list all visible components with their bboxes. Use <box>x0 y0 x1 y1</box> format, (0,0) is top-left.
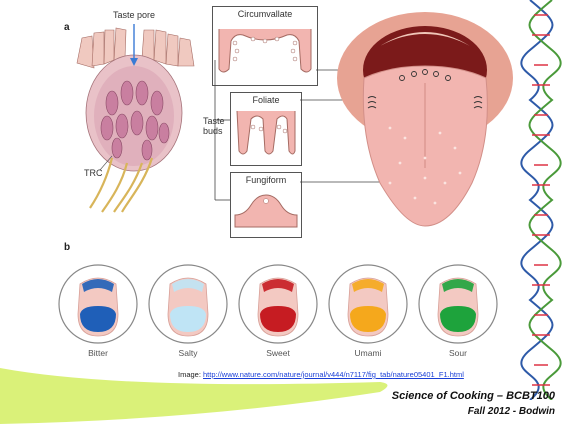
image-credit-prefix: Image: <box>178 370 203 379</box>
taste-map-salty: Salty <box>146 262 230 362</box>
taste-map-sweet: Sweet <box>236 262 320 362</box>
dna-helix-decoration <box>520 0 563 400</box>
taste-label: Umami <box>333 348 403 358</box>
taste-map-tongue <box>56 262 140 346</box>
taste-map-tongue <box>236 262 320 346</box>
image-credit-link[interactable]: http://www.nature.com/nature/journal/v44… <box>203 370 464 379</box>
taste-label: Sweet <box>243 348 313 358</box>
taste-map-tongue <box>416 262 500 346</box>
course-title: Science of Cooking – BCBT100 <box>392 390 555 402</box>
taste-map-sour: Sour <box>416 262 500 362</box>
taste-map-tongue <box>326 262 410 346</box>
taste-label: Sour <box>423 348 493 358</box>
image-credit: Image: http://www.nature.com/nature/jour… <box>178 370 464 379</box>
tongue-illustration <box>330 8 515 233</box>
taste-map-row: Bitter Salty Sweet Umami Sour <box>56 262 526 362</box>
taste-map-tongue <box>146 262 230 346</box>
taste-map-umami: Umami <box>326 262 410 362</box>
taste-map-bitter: Bitter <box>56 262 140 362</box>
taste-label: Bitter <box>63 348 133 358</box>
taste-label: Salty <box>153 348 223 358</box>
course-term: Fall 2012 - Bodwin <box>468 406 555 417</box>
